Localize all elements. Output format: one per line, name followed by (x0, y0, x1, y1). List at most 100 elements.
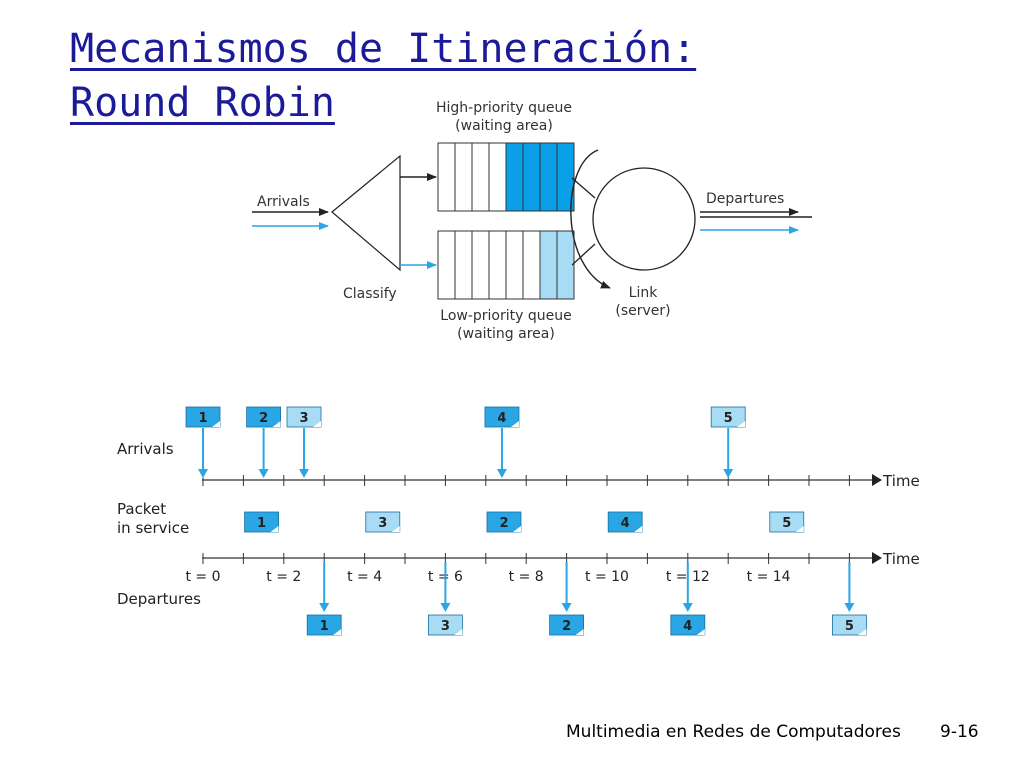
service-packet-1-box (244, 511, 279, 533)
footer-course-title: Multimedia en Redes de Computadores (566, 722, 901, 742)
arrival-packet-2-corner (272, 421, 281, 427)
service-packet-4-id: 4 (621, 516, 630, 531)
time-tick-label: t = 2 (266, 569, 301, 585)
departure-packet-3-id: 3 (441, 619, 450, 634)
arrival-packet-4: 4 (484, 406, 520, 428)
low-queue-slot (437, 230, 456, 300)
departure-packet-5-box (832, 614, 867, 636)
arrival-arrowhead-1 (198, 469, 208, 478)
timeline-service-label-line2: in service (117, 519, 189, 537)
page-number: 9-16 (940, 722, 979, 742)
time-tick-label: t = 4 (347, 569, 382, 585)
classifier-shape (331, 154, 401, 272)
service-packet-3: 3 (365, 511, 401, 533)
time-tick-label: t = 0 (185, 569, 220, 585)
service-packet-3-corner (391, 526, 400, 532)
link-label-line1: Link (629, 285, 659, 301)
departure-packet-5-id: 5 (845, 619, 854, 634)
departure-packet-4-box (670, 614, 706, 636)
high-queue-slot (437, 142, 456, 212)
service-packet-1-corner (270, 526, 279, 532)
service-packet-5-id: 5 (782, 516, 791, 531)
service-packet-2-corner (512, 526, 521, 532)
service-packet-4-box (607, 511, 643, 533)
arrival-packet-3-box (286, 406, 322, 428)
high-queue-slot (505, 142, 524, 212)
departure-arrowhead-3 (440, 603, 451, 612)
low-queue-slot (522, 230, 541, 300)
departure-packet-2-id: 2 (562, 619, 571, 634)
arrival-packet-2-id: 2 (259, 411, 268, 426)
departure-packets: 1 3 2 4 5 (306, 562, 867, 636)
arrival-arrowhead-3 (299, 469, 309, 478)
link-label-line2: (server) (615, 303, 670, 319)
low-queue-slot (556, 230, 575, 300)
high-queue-slot (454, 142, 473, 212)
low-queue-to-server (571, 243, 596, 266)
timeline-departures-label: Departures (117, 590, 201, 608)
departures-label: Departures (706, 191, 784, 207)
classify-label: Classify (343, 286, 397, 302)
departure-arrowhead-1 (319, 603, 330, 612)
departures-axis-time-label: Time (882, 550, 920, 568)
service-packet-5-box (769, 511, 805, 533)
arrivals-axis-arrowhead (872, 474, 882, 486)
departure-packet-5: 5 (832, 614, 867, 636)
queue-arrivals-label: Arrivals (257, 194, 310, 210)
departure-arrowhead-5 (844, 603, 855, 612)
service-packet-2-box (486, 511, 522, 533)
high-queue-to-server (571, 177, 596, 199)
arrival-packet-5-id: 5 (724, 411, 733, 426)
departure-packet-1-box (306, 614, 342, 636)
service-packet-4: 4 (607, 511, 643, 533)
arrival-packet-3-id: 3 (299, 411, 308, 426)
low-queue-label-line1: Low-priority queue (440, 308, 571, 324)
arrival-arrowhead-2 (258, 469, 269, 478)
service-packet-4-corner (634, 526, 643, 532)
low-queue-label-line2: (waiting area) (457, 326, 555, 342)
departure-packet-2-corner (575, 629, 584, 635)
departure-packet-4-id: 4 (683, 619, 692, 634)
slide-title: Mecanismos de Itineración: Round Robin (70, 26, 697, 126)
time-tick-label: t = 10 (585, 569, 629, 585)
arrival-packet-1-corner (212, 421, 220, 427)
service-packet-5-corner (795, 526, 804, 532)
high-queue-label-line1: High-priority queue (436, 100, 572, 116)
arrival-packet-4-id: 4 (497, 411, 506, 426)
service-packet-1-id: 1 (257, 516, 266, 531)
departure-packet-1-id: 1 (320, 619, 329, 634)
service-packet-3-id: 3 (378, 516, 387, 531)
arrival-packet-5-box (710, 406, 746, 428)
high-queue-slot (556, 142, 575, 212)
departure-arrowhead-2 (561, 603, 572, 612)
departure-packet-2: 2 (549, 614, 584, 636)
service-packet-5: 5 (769, 511, 805, 533)
arrivals-axis-time-label: Time (882, 472, 920, 490)
arrival-packet-2-box (246, 406, 282, 428)
arrival-arrowhead-5 (723, 469, 734, 478)
service-packet-3-box (365, 511, 401, 533)
departure-packet-4: 4 (670, 614, 706, 636)
departure-packet-3: 3 (427, 614, 463, 636)
low-queue-slot (539, 230, 558, 300)
high-queue-slot (471, 142, 490, 212)
high-queue-slot (522, 142, 541, 212)
arrival-packet-5-corner (737, 421, 746, 427)
round-robin-selector-arrow (570, 149, 611, 289)
low-queue-slot (488, 230, 507, 300)
service-packet-1: 1 (244, 511, 279, 533)
arrival-packet-4-box (484, 406, 520, 428)
high-queue-slot (488, 142, 507, 212)
departure-packet-1: 1 (306, 614, 342, 636)
link-server-circle (592, 167, 696, 271)
low-queue-slot (471, 230, 490, 300)
departures-axis-arrowhead (872, 552, 882, 564)
timeline-service-label-line1: Packet (117, 500, 166, 518)
low-priority-queue (437, 230, 575, 300)
time-tick-label: t = 14 (747, 569, 791, 585)
departure-packet-2-box (549, 614, 584, 636)
low-queue-slot (454, 230, 473, 300)
